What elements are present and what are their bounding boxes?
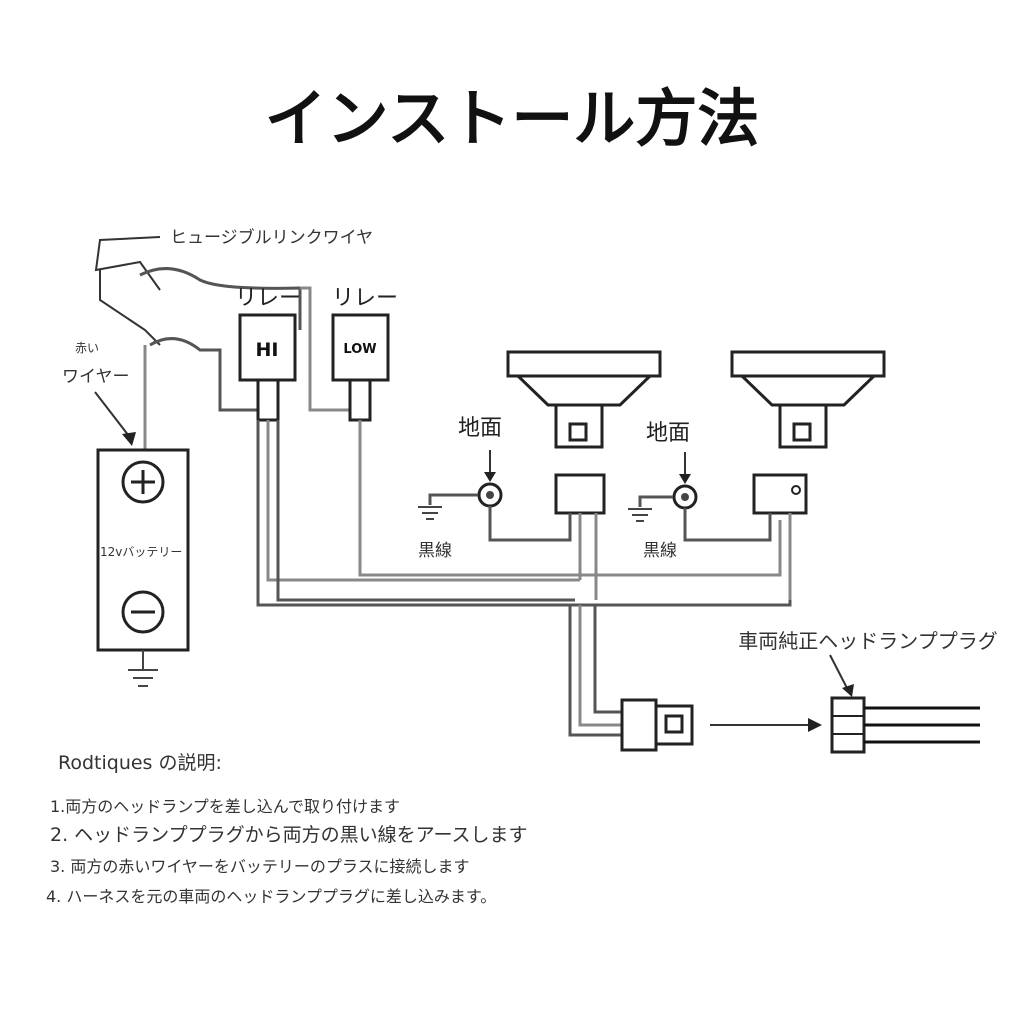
harness-down-2 xyxy=(578,605,622,727)
black-wire-left xyxy=(488,506,572,542)
harness-plug xyxy=(620,698,658,752)
harness-down-1 xyxy=(568,605,622,737)
red-wire-label-1: 赤い xyxy=(75,341,99,355)
harness-main xyxy=(256,420,792,607)
oem-plug-divider xyxy=(832,715,864,735)
instruction-step-2: 2. ヘッドランププラグから両方の黒い線をアースします xyxy=(50,824,528,846)
harness-hi-wire xyxy=(266,420,580,582)
instruction-step-4: 4. ハーネスを元の車両のヘッドランププラグに差し込みます。 xyxy=(46,887,497,906)
ground-icon-left xyxy=(418,506,442,520)
headlamp-left-socket xyxy=(568,422,588,442)
ground-label-right: 地面 xyxy=(646,421,690,446)
battery-ground-icon xyxy=(128,650,158,687)
harness-plug-socket xyxy=(654,704,694,746)
relay-feed-wire xyxy=(300,286,355,412)
fusible-link-leader xyxy=(94,236,161,291)
headlamp-right-lens xyxy=(730,350,886,378)
oem-plug-wires xyxy=(864,706,980,744)
red-wire-arrowhead xyxy=(122,432,136,446)
ground-label-left: 地面 xyxy=(458,416,502,441)
page-title: インストール方法 xyxy=(265,82,760,155)
relay-hi-stem xyxy=(256,378,280,422)
black-wire-label-right: 黒線 xyxy=(643,541,677,561)
plug-arrowhead xyxy=(808,718,822,732)
relay-hi-label: リレー xyxy=(235,286,301,311)
instructions-heading: Rodtiques の説明: xyxy=(58,752,222,774)
headlamp-left-connector xyxy=(554,473,606,515)
relay-low-stem xyxy=(348,378,372,422)
fusible-wire-bottom xyxy=(149,337,270,412)
red-wire-arrow xyxy=(94,391,133,441)
ground-wire-right xyxy=(638,495,673,507)
fusible-link-label: ヒュージブルリンクワイヤ xyxy=(170,227,373,248)
harness-down-3 xyxy=(593,605,622,714)
instruction-step-1: 1.両方のヘッドランプを差し込んで取り付けます xyxy=(50,797,400,816)
plus-icon xyxy=(131,470,155,494)
headlamp-right-reflector xyxy=(738,374,878,407)
relay-low xyxy=(331,313,390,382)
fusible-wire-top xyxy=(139,267,302,330)
relay-hi xyxy=(238,313,297,382)
oem-plug-label: 車両純正ヘッドランププラグ xyxy=(738,629,997,653)
headlamp-right-socket xyxy=(792,422,812,442)
headlamp-left-reflector xyxy=(514,374,654,407)
ground-arrowhead-left xyxy=(484,472,496,482)
battery-label: 12vバッテリー xyxy=(100,545,182,559)
instruction-step-3: 3. 両方の赤いワイヤーをバッテリーのプラスに接続します xyxy=(50,857,470,876)
relay-hi-text: HI xyxy=(256,339,279,361)
harness-low-wire xyxy=(358,420,782,577)
oem-plug xyxy=(830,696,866,754)
harness-main-2 xyxy=(276,420,575,602)
red-wire-label-2: ワイヤー xyxy=(62,367,130,387)
relay-low-label: リレー xyxy=(332,286,398,311)
ground-bolt-left-center xyxy=(486,491,494,499)
relay-low-text: LOW xyxy=(343,342,376,357)
harness-plug-pin xyxy=(664,714,684,734)
ground-icon-right xyxy=(628,508,652,522)
fusible-link-leader-2 xyxy=(99,270,161,346)
black-wire-label-left: 黒線 xyxy=(418,541,452,561)
ground-bolt-right-center xyxy=(681,493,689,501)
black-wire-right xyxy=(683,508,772,542)
connector-pin-icon xyxy=(791,485,801,495)
ground-arrowhead-right xyxy=(679,474,691,484)
oem-plug-arrowhead xyxy=(842,684,854,697)
headlamp-left-lens xyxy=(506,350,662,378)
oem-plug-leader xyxy=(829,654,849,691)
ground-wire-left xyxy=(428,493,478,505)
